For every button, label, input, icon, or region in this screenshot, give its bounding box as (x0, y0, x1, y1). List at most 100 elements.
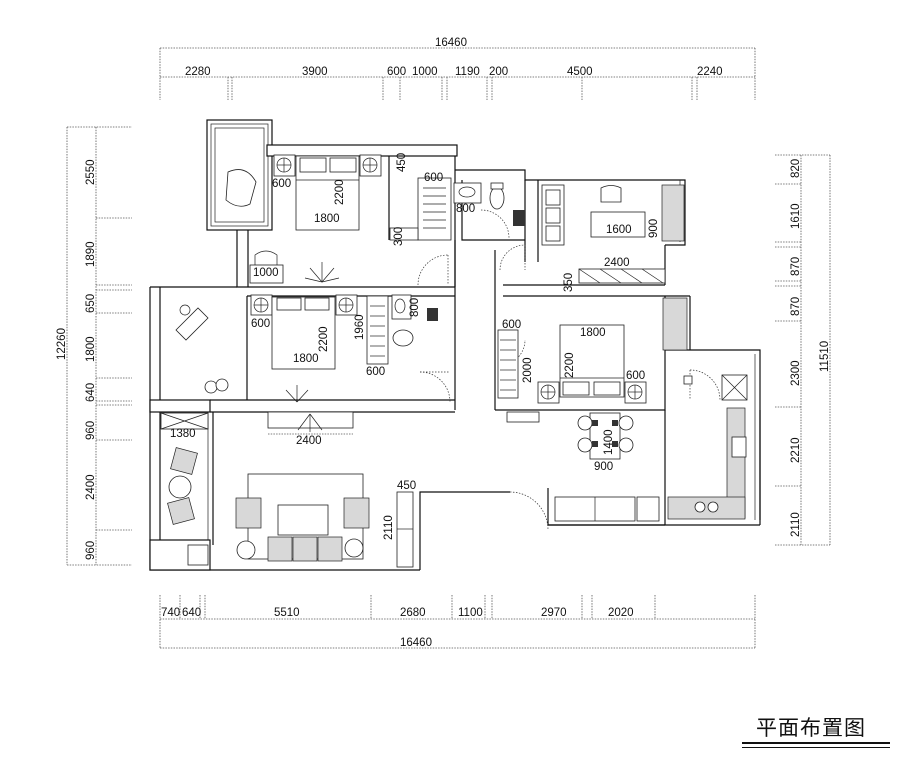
upper-bathroom: 800 (453, 182, 525, 226)
cabinet-depth-dim: 350 (563, 273, 575, 292)
title-underline (742, 742, 890, 744)
balcony: 1380 (160, 412, 209, 566)
planter (661, 184, 685, 242)
side-cabinet-length: 2110 (383, 515, 395, 540)
balcony-cabinet-dim: 1380 (170, 428, 196, 440)
side-cabinet-depth: 450 (397, 480, 416, 492)
kitchen (667, 374, 748, 520)
pillow (329, 157, 357, 173)
left-dim-5: 640 (85, 383, 97, 402)
bottom-dim-4: 2680 (400, 607, 426, 619)
b3-wardrobe (497, 329, 519, 399)
left-dim-7: 2400 (85, 474, 97, 500)
master-bedroom: 600 1800 2200 450 600 300 1000 (225, 153, 452, 284)
coffee-table (277, 504, 329, 536)
lounge-chair (225, 169, 257, 207)
title-underline-thin (742, 747, 890, 748)
bed-width-dim: 1800 (314, 213, 340, 225)
top-dim-3: 600 (387, 66, 406, 78)
dining: 1400 900 (554, 412, 660, 522)
b2-nightstand-dim: 600 (251, 318, 270, 330)
cabinet-length-dim: 2400 (604, 257, 630, 269)
side-cabinet (396, 491, 414, 568)
b3-nightstand: 600 (626, 370, 645, 382)
left-dim-4: 1800 (85, 336, 97, 362)
study-desk (590, 211, 646, 238)
right-total-dim: 11510 (819, 341, 831, 372)
closet-width-dim: 600 (424, 172, 443, 184)
top-total-dim: 16460 (435, 37, 467, 49)
pillow (299, 157, 327, 173)
bottom-total-dim: 16460 (400, 637, 432, 649)
dining-table-width: 900 (594, 461, 613, 473)
b3-wardrobe-depth: 600 (502, 319, 521, 331)
desk (249, 264, 284, 284)
bedroom-2: 600 2200 1800 1960 600 800 (175, 294, 438, 403)
left-dim-8: 960 (85, 541, 97, 560)
closet-depth-dim: 300 (393, 227, 405, 246)
closet (417, 177, 452, 241)
top-dim-4: 1000 (412, 66, 438, 78)
b3-bed-length: 2200 (564, 352, 576, 378)
bottom-dim-6: 2970 (541, 607, 567, 619)
left-dim-3: 650 (85, 294, 97, 313)
desk-width-dim: 1000 (253, 267, 279, 279)
right-dimension-chain: 820 1610 870 870 2300 2210 2110 11510 (775, 154, 831, 546)
floor-drain (513, 210, 525, 226)
top-dim-6: 200 (489, 66, 508, 78)
left-dim-1: 2550 (85, 159, 97, 185)
b2-wardrobe-length: 1960 (354, 314, 366, 340)
top-dimension-chain: 16460 2280 3900 600 1000 1190 200 4500 2… (159, 37, 756, 100)
bottom-dim-1: 740 (161, 607, 180, 619)
b2-bed-length: 2200 (318, 326, 330, 352)
top-dim-2: 3900 (302, 66, 328, 78)
right-dim-5: 2300 (790, 360, 802, 386)
top-dim-5: 1190 (455, 66, 480, 78)
study-desk-depth: 900 (648, 219, 660, 238)
armchair (175, 307, 209, 341)
sink (731, 436, 747, 458)
top-dim-8: 2240 (697, 66, 723, 78)
left-dimension-chain: 2550 1890 650 1800 640 960 2400 960 1226… (56, 126, 132, 566)
nightstand-dim: 600 (272, 178, 291, 190)
tv-cabinet (267, 411, 354, 429)
left-total-dim: 12260 (56, 328, 68, 360)
right-dim-6: 2210 (790, 437, 802, 463)
armchair-left (235, 497, 262, 529)
dining-table-length: 1400 (603, 429, 615, 455)
right-dim-3: 870 (790, 257, 802, 276)
office-chair (600, 185, 622, 203)
bed-length-dim: 2200 (334, 179, 346, 205)
bottom-dim-2: 640 (182, 607, 201, 619)
doors (417, 209, 721, 531)
top-dim-7: 4500 (567, 66, 593, 78)
cabinet (578, 268, 666, 284)
b2-vanity-dim: 800 (409, 298, 421, 317)
bedroom-3: 600 2000 1800 2200 600 (497, 297, 688, 423)
right-dim-2: 1610 (790, 203, 802, 229)
b2-toilet (392, 329, 414, 347)
vanity (453, 182, 482, 204)
bottom-dim-3: 5510 (274, 607, 300, 619)
study: 1600 900 2400 350 (541, 184, 685, 292)
left-dim-6: 960 (85, 421, 97, 440)
top-dim-1: 2280 (185, 66, 211, 78)
b3-wardrobe-length: 2000 (522, 357, 534, 383)
bottom-dimension-chain: 740 640 5510 2680 1100 2970 2020 16460 (159, 595, 756, 649)
b2-wardrobe-depth: 600 (366, 366, 385, 378)
right-dim-4: 870 (790, 297, 802, 316)
bottom-dim-5: 1100 (458, 607, 483, 619)
drawing-title: 平面布置图 (756, 716, 866, 740)
study-desk-length: 1600 (606, 224, 632, 236)
wardrobe-depth-dim: 450 (396, 153, 408, 172)
right-dim-7: 2110 (790, 512, 802, 537)
tv-wall-dim: 2400 (296, 435, 322, 447)
b3-bed-width: 1800 (580, 327, 606, 339)
living-room: 2400 450 2110 (235, 411, 416, 568)
vanity-dim: 800 (456, 203, 475, 215)
right-dim-1: 820 (790, 159, 802, 178)
b2-bed-width: 1800 (293, 353, 319, 365)
armchair-right (343, 497, 370, 529)
left-dim-2: 1890 (85, 241, 97, 267)
